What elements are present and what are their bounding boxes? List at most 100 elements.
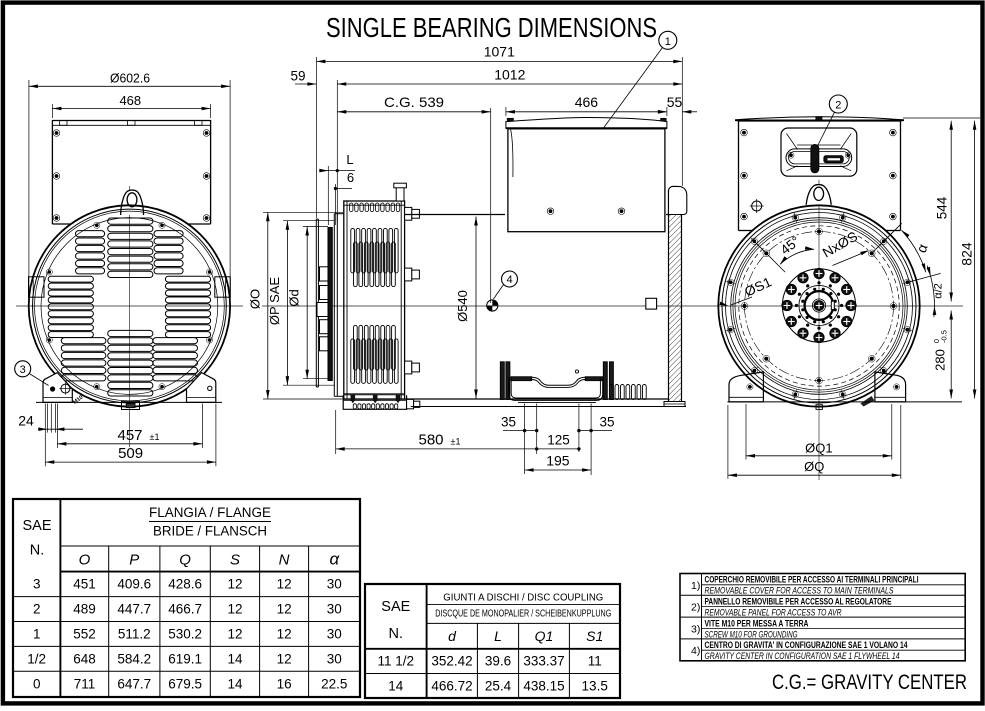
svg-text:352.42: 352.42 [431,654,472,669]
svg-text:584.2: 584.2 [117,651,151,666]
svg-text:438.15: 438.15 [523,678,564,693]
svg-text:489: 489 [73,602,96,617]
svg-text:13.5: 13.5 [582,678,608,693]
svg-text:±1: ±1 [150,432,160,442]
svg-text:544: 544 [935,196,950,219]
svg-text:L: L [494,628,502,644]
svg-text:COPERCHIO REMOVIBILE PER ACCES: COPERCHIO REMOVIBILE PER ACCESSO AI TERM… [705,575,919,585]
svg-text:PANNELLO REMOVIBILE PER ACCESS: PANNELLO REMOVIBILE PER ACCESSO AL REGOL… [705,597,892,607]
svg-text:648: 648 [73,651,96,666]
svg-text:409.6: 409.6 [117,577,151,592]
svg-text:SCREW M10 FOR GROUNDING: SCREW M10 FOR GROUNDING [705,629,798,639]
svg-text:35: 35 [501,414,516,429]
svg-text:S1: S1 [586,628,603,644]
svg-text:1/2: 1/2 [27,651,46,666]
svg-text:580: 580 [418,432,443,449]
svg-text:457: 457 [117,427,142,444]
svg-text:N.: N. [389,626,404,642]
svg-text:428.6: 428.6 [168,577,202,592]
svg-text:30: 30 [327,577,342,592]
svg-text:3): 3) [691,623,700,635]
svg-text:451: 451 [73,577,96,592]
svg-text:CENTRO DI GRAVITA' IN CONFIGUR: CENTRO DI GRAVITA' IN CONFIGURAZIONE SAE… [705,640,908,650]
svg-text:12: 12 [277,602,292,617]
svg-text:N.: N. [30,543,45,559]
svg-text:±1: ±1 [451,437,461,447]
svg-text:711: 711 [74,677,96,692]
svg-text:12: 12 [277,577,292,592]
svg-text:3: 3 [20,364,26,376]
svg-text:1): 1) [691,580,700,592]
svg-text:Ø540: Ø540 [455,290,470,322]
svg-text:C.G.= GRAVITY CENTER: C.G.= GRAVITY CENTER [772,671,967,694]
svg-text:S: S [230,552,240,569]
svg-text:14: 14 [227,651,243,666]
svg-text:L: L [346,152,353,167]
svg-text:11 1/2: 11 1/2 [378,654,415,669]
svg-text:1: 1 [665,36,671,48]
svg-text:619.1: 619.1 [168,651,202,666]
svg-text:C.G. 539: C.G. 539 [384,94,444,110]
svg-text:d: d [448,628,457,644]
svg-text:VITE M10 PER MESSA A TERRA: VITE M10 PER MESSA A TERRA [705,618,809,628]
svg-text:11: 11 [588,654,602,669]
svg-text:α: α [329,550,340,569]
svg-text:3: 3 [33,577,41,592]
svg-text:14: 14 [227,677,243,692]
svg-text:SAE: SAE [381,599,410,615]
svg-text:N: N [279,552,290,569]
svg-text:280: 280 [932,349,947,371]
svg-text:30: 30 [327,626,342,641]
svg-text:552: 552 [73,626,96,641]
svg-text:4): 4) [691,645,700,657]
svg-text:REMOVABLE PANEL FOR ACCESS TO: REMOVABLE PANEL FOR ACCESS TO AVR [705,608,842,618]
svg-text:447.7: 447.7 [117,602,151,617]
svg-text:12: 12 [227,626,242,641]
svg-text:Ø602.6: Ø602.6 [110,71,150,86]
svg-text:4: 4 [506,274,512,286]
svg-text:12: 12 [227,577,242,592]
svg-text:ØQ1: ØQ1 [805,440,832,455]
svg-text:30: 30 [327,602,342,617]
svg-text:647.7: 647.7 [117,677,151,692]
svg-text:25.4: 25.4 [485,678,512,693]
svg-text:SINGLE BEARING DIMENSIONS: SINGLE BEARING DIMENSIONS [326,12,657,43]
svg-text:14: 14 [388,678,404,693]
svg-text:ØO: ØO [248,289,263,309]
svg-text:195: 195 [546,452,570,468]
svg-text:24: 24 [18,413,34,429]
svg-text:16: 16 [277,677,292,692]
svg-text:125: 125 [547,433,570,448]
svg-text:530.2: 530.2 [168,626,202,641]
svg-text:468: 468 [119,93,141,108]
svg-text:6: 6 [347,170,354,185]
svg-text:1071: 1071 [484,44,515,60]
svg-text:ØQ: ØQ [804,459,824,474]
svg-text:Q1: Q1 [535,628,554,644]
svg-text:30: 30 [327,651,342,666]
svg-text:DISCQUE DE MONOPALIER / SCHEIB: DISCQUE DE MONOPALIER / SCHEIBENKUPPLUNG [435,607,611,619]
svg-text:824: 824 [958,242,974,266]
svg-text:2: 2 [835,100,841,112]
svg-text:55: 55 [667,94,683,110]
svg-text:-0.5: -0.5 [939,330,948,343]
svg-text:2): 2) [691,602,700,614]
svg-text:0: 0 [33,677,41,692]
svg-text:511.2: 511.2 [118,626,151,641]
svg-text:O: O [79,552,91,569]
svg-text:GRAVITY CENTER IN CONFIGURATIO: GRAVITY CENTER IN CONFIGURATION SAE 1 FL… [705,651,900,661]
svg-text:59: 59 [291,69,306,84]
svg-text:35: 35 [599,414,614,429]
svg-text:509: 509 [118,445,143,462]
svg-text:BRIDE / FLANSCH: BRIDE / FLANSCH [153,524,267,539]
svg-text:12: 12 [277,626,292,641]
svg-text:P: P [129,552,139,569]
svg-text:12: 12 [227,602,242,617]
svg-text:FLANGIA / FLANGE: FLANGIA / FLANGE [149,505,271,520]
svg-text:39.6: 39.6 [485,654,511,669]
svg-text:REMOVABLE COVER FOR ACCESS TO: REMOVABLE COVER FOR ACCESS TO MAIN TERMI… [705,586,894,596]
svg-text:Q: Q [179,552,191,569]
svg-text:22.5: 22.5 [321,677,347,692]
svg-text:Ød: Ød [287,289,302,306]
svg-text:1: 1 [33,626,41,641]
